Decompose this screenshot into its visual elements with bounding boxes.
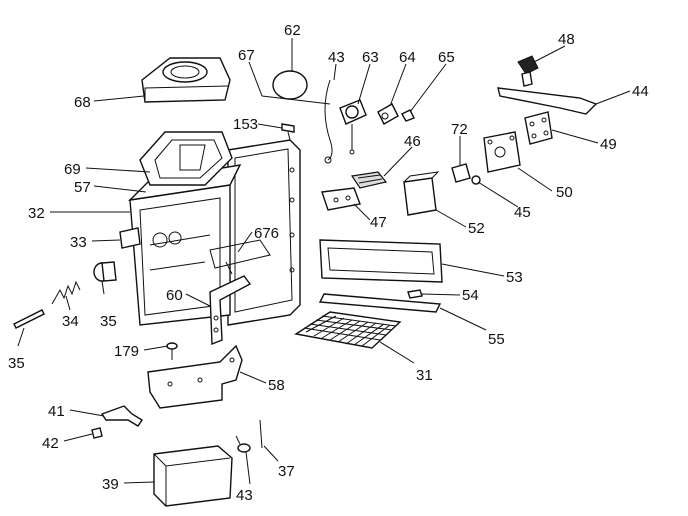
part-68-flue-hood <box>141 57 231 103</box>
callout-37: 37 <box>278 463 295 480</box>
part-35-knob <box>93 261 117 282</box>
part-31-grate <box>294 311 402 349</box>
part-35-rod <box>13 309 45 329</box>
leader-lines <box>17 38 631 485</box>
callout-57: 57 <box>74 179 91 196</box>
part-58-bracket <box>147 344 243 409</box>
callout-60: 60 <box>166 287 183 304</box>
part-37-pin <box>259 419 263 449</box>
callout-35-rod: 35 <box>8 355 25 372</box>
callout-65: 65 <box>438 49 455 66</box>
part-46-grille <box>350 171 388 189</box>
part-64-fitting <box>377 103 399 125</box>
part-53-frame <box>319 239 443 283</box>
part-48-knob <box>517 55 539 87</box>
callout-49: 49 <box>600 136 617 153</box>
part-72-clamp <box>451 163 471 183</box>
part-33-fitting <box>119 227 141 249</box>
callout-42: 42 <box>42 435 59 452</box>
callout-50: 50 <box>556 184 573 201</box>
part-39-box <box>153 445 233 507</box>
part-52-cover <box>403 171 440 216</box>
part-153-screw <box>281 123 295 141</box>
callout-44: 44 <box>632 83 649 100</box>
callout-62: 62 <box>284 22 301 39</box>
callout-72: 72 <box>451 121 468 138</box>
callout-52: 52 <box>468 220 485 237</box>
callout-64: 64 <box>399 49 416 66</box>
part-55-strip <box>318 293 442 313</box>
callout-32: 32 <box>28 205 45 222</box>
callout-54: 54 <box>462 287 479 304</box>
callout-179: 179 <box>114 343 139 360</box>
callout-67: 67 <box>238 47 255 64</box>
part-54-clip <box>407 289 423 299</box>
part-44-handle <box>497 87 598 115</box>
part-50-switch-plate <box>483 131 521 173</box>
callout-55: 55 <box>488 331 505 348</box>
part-41-link <box>100 405 143 427</box>
part-34-spring <box>51 280 81 305</box>
callout-53: 53 <box>506 269 523 286</box>
part-49-plate <box>524 111 553 145</box>
callout-58: 58 <box>268 377 285 394</box>
part-62-disc <box>261 70 331 105</box>
callout-33: 33 <box>70 234 87 251</box>
callout-41: 41 <box>48 403 65 420</box>
callout-43-washer: 43 <box>236 487 253 504</box>
callout-676: 676 <box>254 225 279 242</box>
part-69-collector <box>139 131 233 186</box>
callout-63: 63 <box>362 49 379 66</box>
part-42-clip <box>91 427 103 439</box>
part-60-bracket <box>209 261 252 346</box>
callout-153: 153 <box>233 116 258 133</box>
callout-31: 31 <box>416 367 433 384</box>
callout-39: 39 <box>102 476 119 493</box>
callout-48: 48 <box>558 31 575 48</box>
callout-68: 68 <box>74 94 91 111</box>
callout-46: 46 <box>404 133 421 150</box>
callout-45: 45 <box>514 204 531 221</box>
part-63-valve <box>324 79 367 164</box>
callout-34: 34 <box>62 313 79 330</box>
part-47-bracket <box>321 187 361 211</box>
part-43-washer <box>235 435 251 453</box>
callout-47: 47 <box>370 214 387 231</box>
part-65-clip <box>401 109 415 122</box>
callout-labels: 62 67 43 63 64 65 48 44 68 153 72 49 46 … <box>8 22 649 504</box>
callout-35-knob: 35 <box>100 313 117 330</box>
callout-43: 43 <box>328 49 345 66</box>
part-179-screw <box>166 342 178 360</box>
callout-69: 69 <box>64 161 81 178</box>
